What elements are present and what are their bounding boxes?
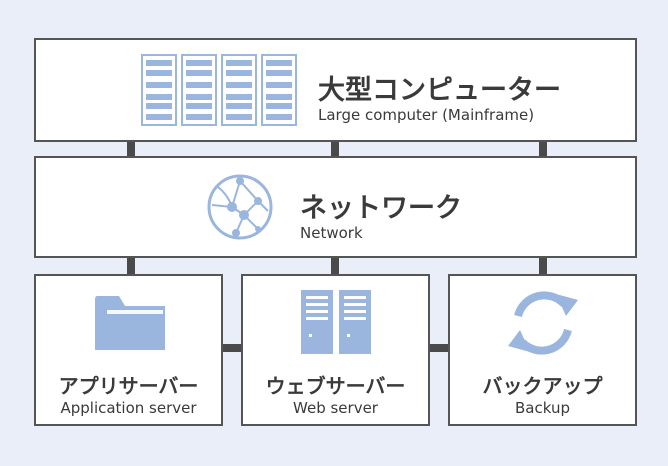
- connector-mainframe-network-left: [127, 140, 135, 158]
- connector-network-backup: [539, 256, 547, 276]
- connector-mainframe-network-center: [331, 140, 339, 158]
- server-rack-icon: [141, 54, 297, 126]
- backup-box: バックアップ Backup: [448, 274, 637, 426]
- mainframe-subtitle: Large computer (Mainframe): [318, 106, 535, 124]
- network-globe-icon: [207, 174, 273, 240]
- connector-mainframe-network-right: [539, 140, 547, 158]
- connector-web-backup: [427, 344, 451, 352]
- web-server-title: ウェブサーバー: [265, 374, 406, 398]
- mainframe-title: 大型コンピューター: [318, 75, 561, 106]
- connector-network-web: [331, 256, 339, 276]
- app-server-title: アプリサーバー: [58, 374, 199, 398]
- server-tower-icon: [301, 290, 371, 354]
- folder-icon: [95, 296, 165, 350]
- connector-network-app: [127, 256, 135, 276]
- app-server-subtitle: Application server: [60, 399, 197, 417]
- backup-subtitle: Backup: [515, 399, 570, 417]
- network-box: ネットワーク Network: [34, 156, 637, 258]
- network-title: ネットワーク: [300, 193, 462, 224]
- app-server-box: アプリサーバー Application server: [34, 274, 223, 426]
- sync-arrows-icon: [508, 291, 578, 355]
- backup-title: バックアップ: [482, 374, 603, 398]
- web-server-box: ウェブサーバー Web server: [241, 274, 430, 426]
- web-server-subtitle: Web server: [293, 399, 378, 417]
- connector-app-web: [220, 344, 244, 352]
- mainframe-box: 大型コンピューター Large computer (Mainframe): [34, 38, 637, 142]
- network-subtitle: Network: [300, 224, 363, 242]
